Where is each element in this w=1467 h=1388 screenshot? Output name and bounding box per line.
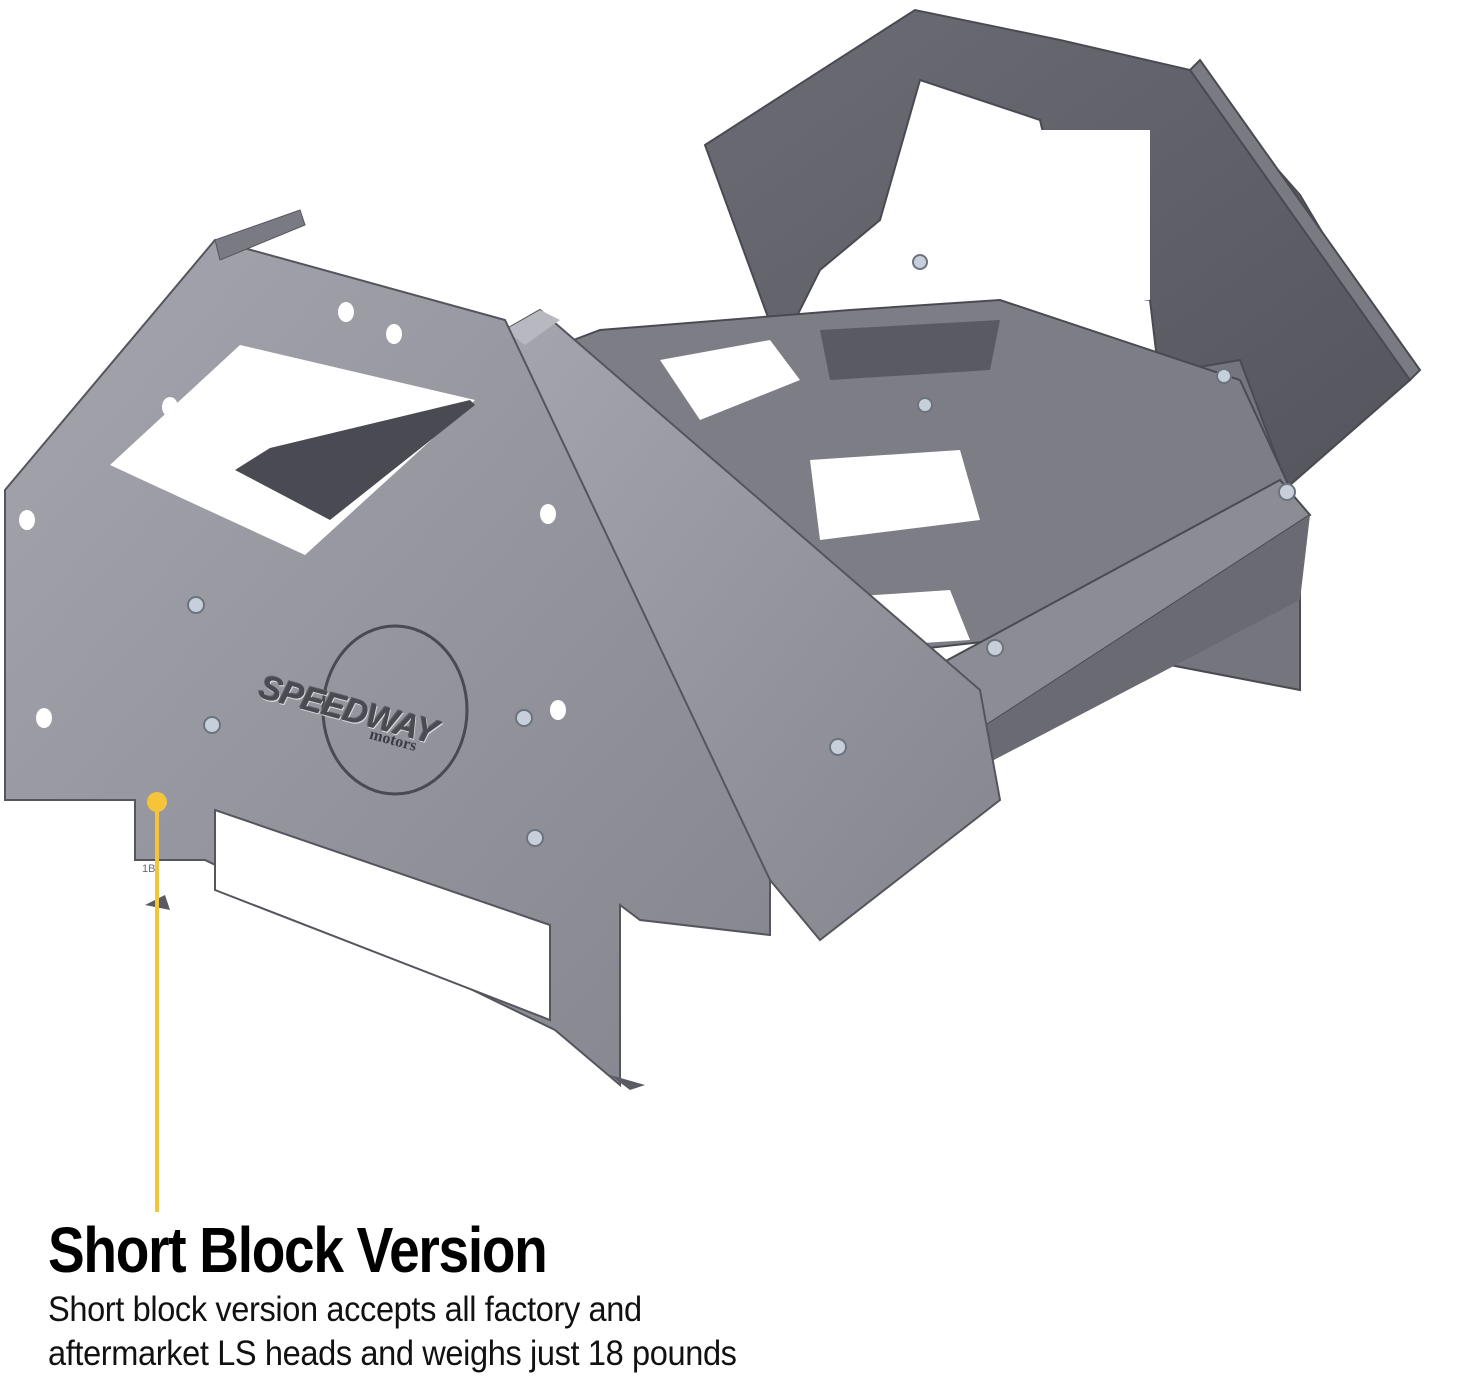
callout-leader-line xyxy=(155,800,159,1212)
part-mark: 1B xyxy=(142,863,156,875)
callout-title: Short Block Version xyxy=(48,1214,548,1286)
callout-caption: Short Block Version Short block version … xyxy=(48,1212,1048,1376)
callout-body-line-1: Short block version accepts all factory … xyxy=(48,1290,642,1329)
callout-body-line-2: aftermarket LS heads and weighs just 18 … xyxy=(48,1334,737,1373)
bolts xyxy=(187,254,1296,847)
mounting-holes xyxy=(19,302,566,728)
